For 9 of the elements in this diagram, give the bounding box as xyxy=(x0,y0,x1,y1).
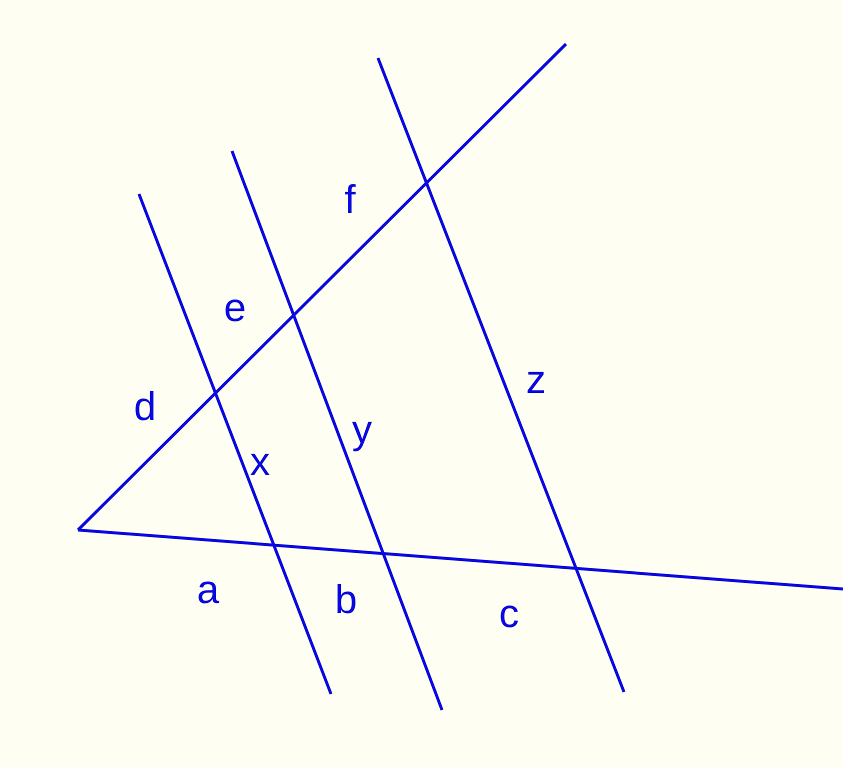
segment-label: d xyxy=(134,387,156,427)
segment-label: b xyxy=(334,580,358,620)
segment-label: e xyxy=(224,288,246,328)
segment-label: z xyxy=(526,360,546,400)
segment-label: x xyxy=(250,442,270,482)
segment-label: f xyxy=(344,180,356,220)
segment-label: c xyxy=(499,594,519,634)
segment-label: y xyxy=(352,410,372,450)
segment-label: a xyxy=(196,570,220,610)
